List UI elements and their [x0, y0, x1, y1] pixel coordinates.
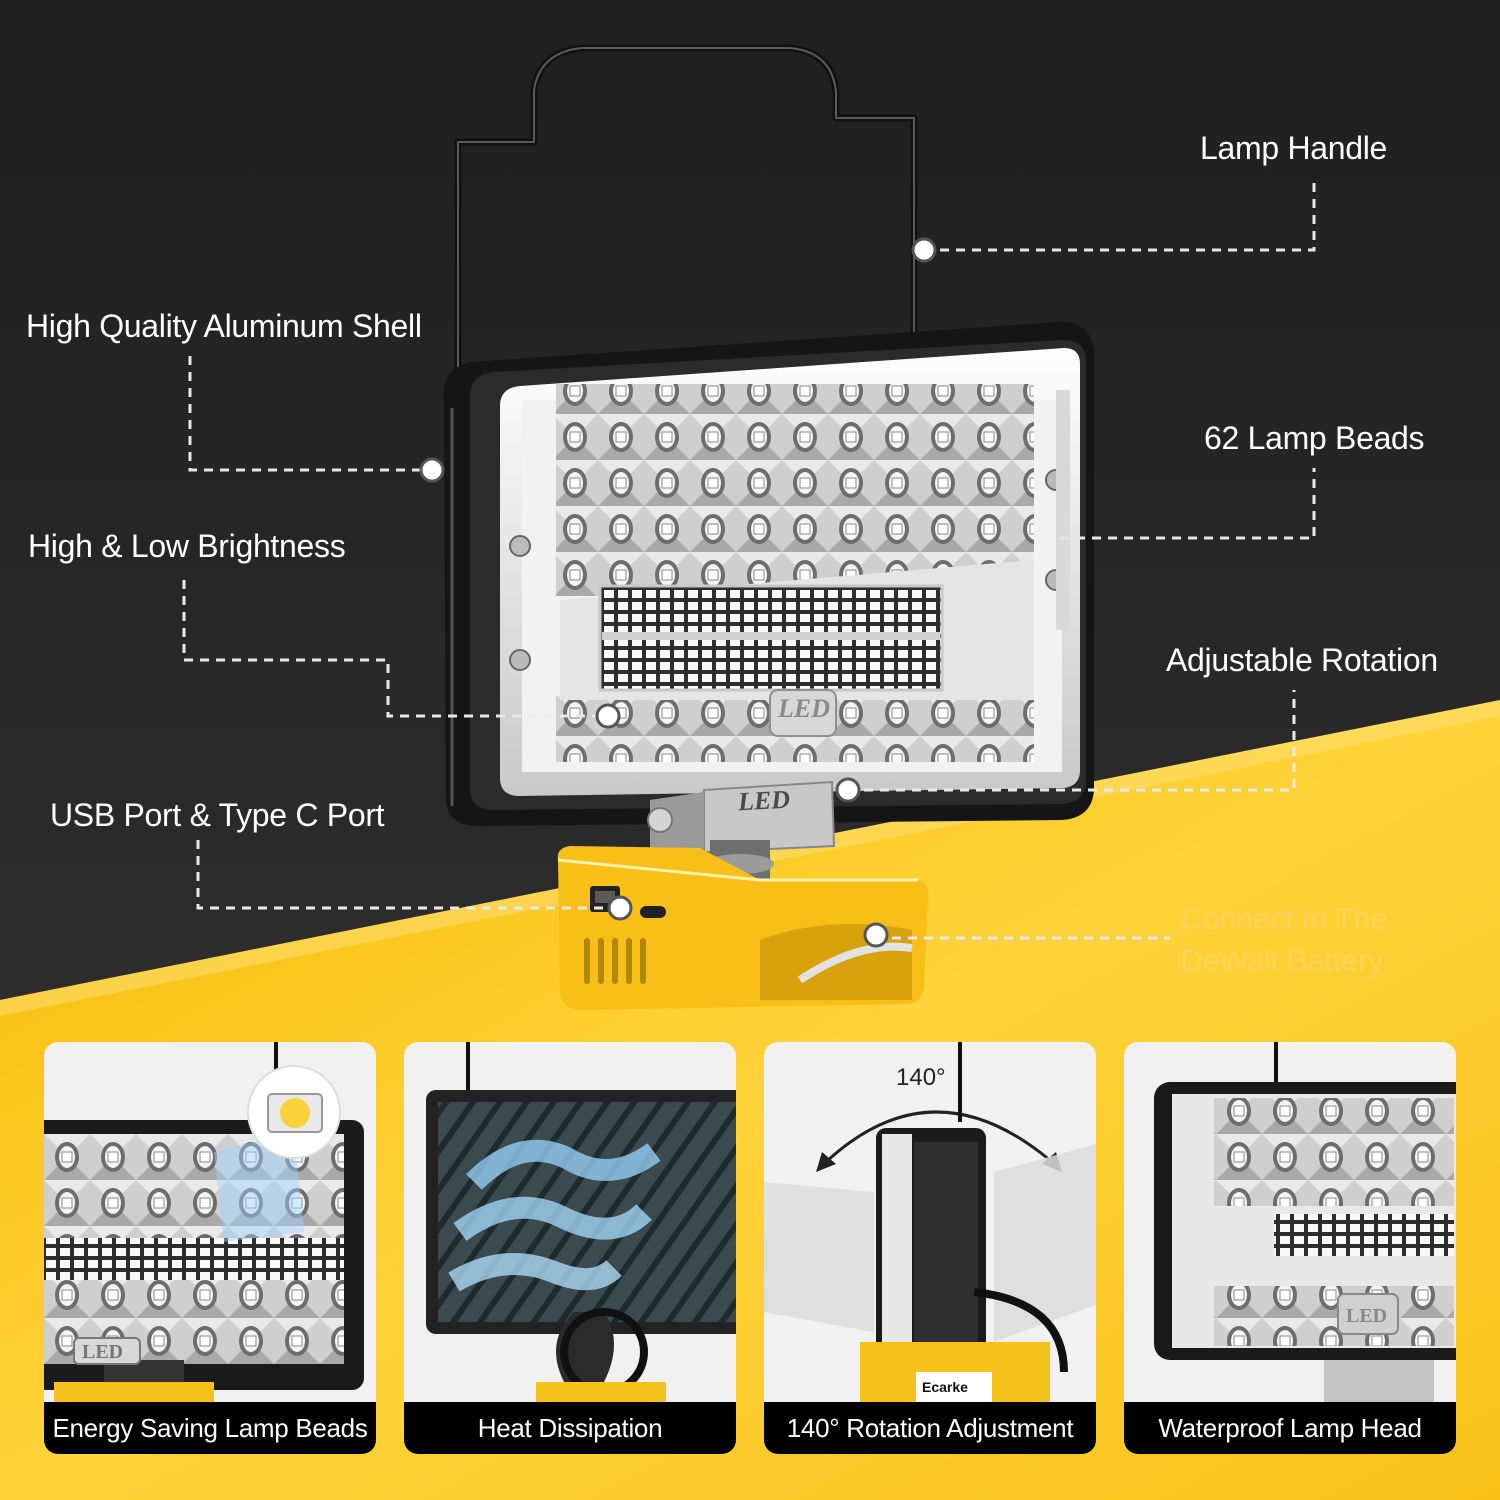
heat-dissipation-illustration — [426, 1042, 736, 1454]
battery-adapter — [557, 846, 929, 1010]
waterproof-illustration: LED — [1154, 1042, 1456, 1454]
lamp-head — [443, 322, 1094, 826]
callout-battery-line1: Connect to The — [1180, 901, 1388, 936]
lamp-led-badge: LED — [778, 694, 830, 723]
feature-panel-energy-saving: LED Energy Saving Lamp Beads — [44, 1042, 376, 1454]
callout-brightness: High & Low Brightness — [28, 528, 346, 564]
callout-battery-line2: DeWalt Battery — [1180, 943, 1384, 978]
rotation-angle-label: 140° — [896, 1064, 946, 1091]
panel-caption: Energy Saving Lamp Beads — [44, 1402, 376, 1454]
feature-panel-waterproof: LED Waterproof Lamp Head — [1124, 1042, 1456, 1454]
callout-ports: USB Port & Type C Port — [50, 797, 385, 833]
feature-panel-rotation: Ecarke 140° 140° Rotation Adjustment — [764, 1042, 1096, 1454]
brand-label: Ecarke — [922, 1379, 968, 1395]
callout-aluminum-shell: High Quality Aluminum Shell — [26, 308, 422, 344]
callout-battery: Connect to The DeWalt Battery — [1180, 898, 1388, 982]
swivel-bracket — [647, 780, 836, 880]
panel4-led-text: LED — [1346, 1305, 1387, 1327]
callout-lamp-beads: 62 Lamp Beads — [1204, 420, 1425, 456]
callout-dots — [419, 237, 937, 948]
panel-caption: Heat Dissipation — [404, 1402, 736, 1454]
panel-caption: 140° Rotation Adjustment — [764, 1402, 1096, 1454]
panel-caption: Waterproof Lamp Head — [1124, 1402, 1456, 1454]
callout-rotation: Adjustable Rotation — [1166, 642, 1438, 678]
panel1-led-text: LED — [82, 1341, 123, 1363]
callout-lines — [182, 180, 1316, 940]
feature-panel-heat-dissipation: Heat Dissipation — [404, 1042, 736, 1454]
energy-saving-illustration: LED — [44, 1042, 364, 1454]
callout-lamp-handle: Lamp Handle — [1200, 130, 1388, 166]
rotation-illustration: Ecarke — [764, 1042, 1096, 1454]
bracket-led-text: LED — [737, 784, 791, 817]
